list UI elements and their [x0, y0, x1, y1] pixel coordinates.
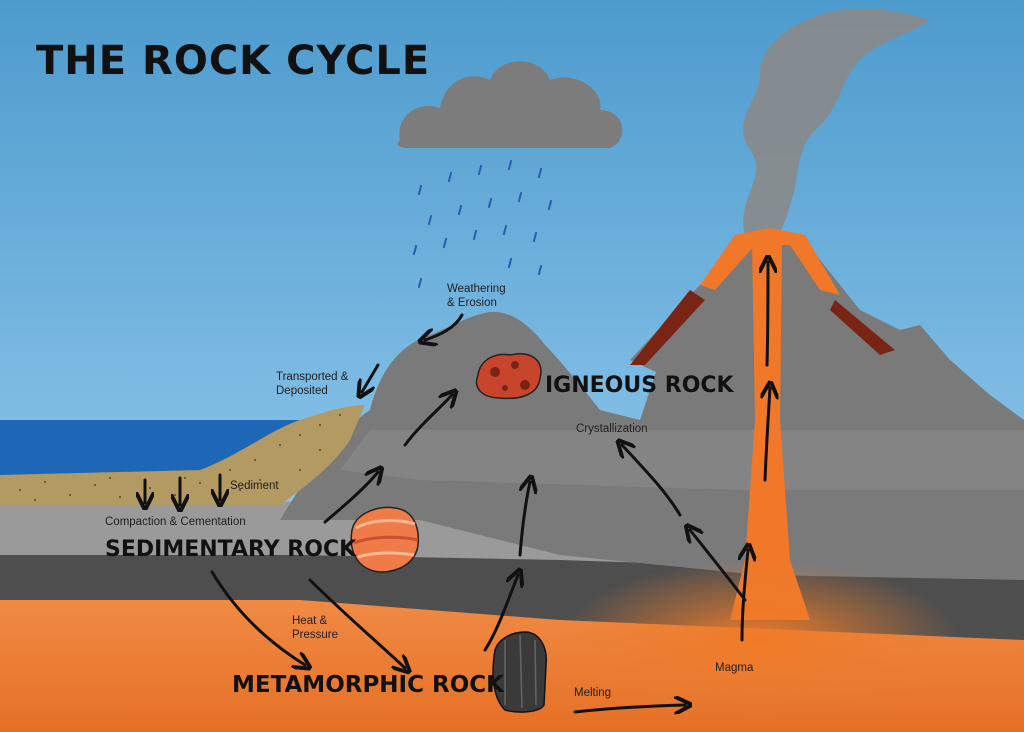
diagram-title: THE ROCK CYCLE [36, 38, 430, 84]
igneous-rock-icon [475, 353, 542, 400]
arrow-sed-to-meta-2 [308, 578, 405, 668]
arrow-sed-up [323, 472, 378, 524]
sediment-layer [0, 405, 365, 505]
arrow-to-igneous [403, 395, 452, 447]
weathering-label-line2: & Erosion [447, 297, 497, 309]
sedimentary-rock-icon [350, 506, 420, 573]
arrow-weathering [425, 313, 464, 340]
transported-label-line2: Deposited [276, 385, 328, 397]
transported-label-line1: Transported & [276, 371, 349, 383]
compaction-label: Compaction & Cementation [105, 516, 246, 528]
arrow-meta-up [483, 575, 518, 652]
rain-cloud-icon [397, 61, 623, 289]
arrow-melting [573, 705, 685, 712]
arrow-transport [362, 363, 380, 392]
igneous-rock-label: IGNEOUS ROCK [545, 373, 735, 398]
sedimentary-rock-label: SEDIMENTARY ROCK [105, 537, 357, 562]
metamorphic-rock-label: METAMORPHIC ROCK [232, 672, 505, 698]
arrow-to-crystallization [518, 482, 530, 557]
mountain-band [340, 430, 1024, 490]
melting-label: Melting [574, 687, 611, 699]
process-arrows [145, 262, 770, 712]
crystallization-label: Crystallization [576, 423, 648, 435]
weathering-label-line1: Weathering [447, 283, 506, 295]
magma-label: Magma [715, 662, 754, 674]
sediment-specks [19, 414, 341, 501]
heat-pressure-label-line1: Heat & [292, 615, 327, 627]
volcano-icon [560, 228, 960, 720]
smoke-plume [743, 8, 930, 240]
heat-pressure-label-line2: Pressure [292, 629, 338, 641]
arrow-lava-up-2 [767, 262, 768, 367]
arrow-lava-up-1 [765, 388, 770, 482]
arrow-crystallization [622, 445, 682, 517]
arrow-sed-to-meta-1 [210, 570, 305, 665]
arrow-magma-up [742, 550, 748, 642]
metamorphic-rock-icon [492, 631, 547, 713]
arrow-magma-left [690, 530, 747, 602]
sediment-label: Sediment [230, 480, 279, 492]
